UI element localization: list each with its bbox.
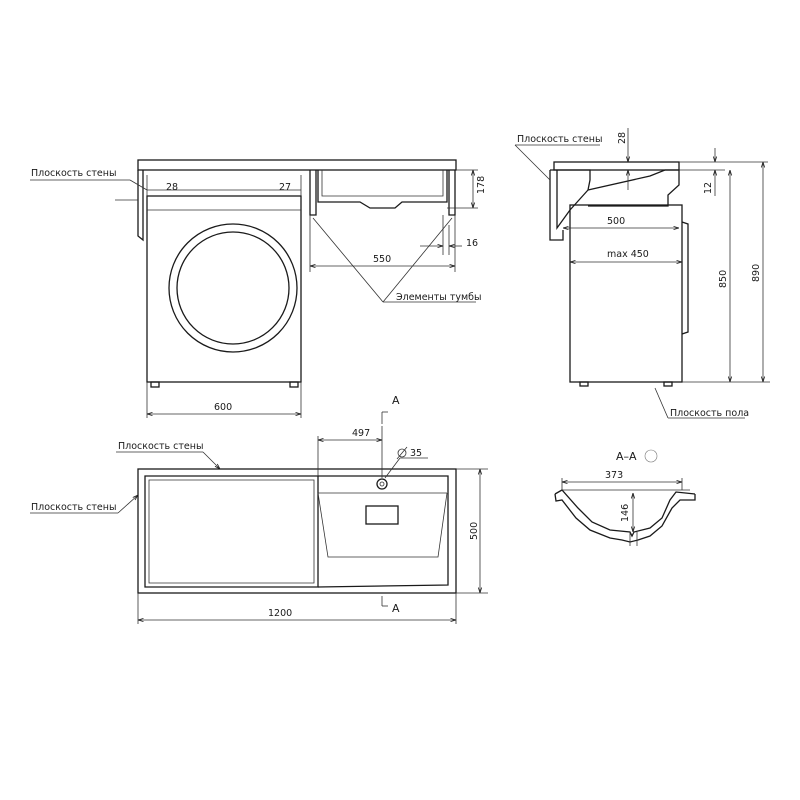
basin-front-section <box>317 170 448 209</box>
label-wall-plane-plan-left: Плоскость стены <box>31 502 117 513</box>
section-marker-bottom: А <box>392 602 400 615</box>
dim-550: 550 <box>373 254 391 265</box>
overflow-plate <box>365 505 399 525</box>
front-view: 28 27 178 16 550 600 Плоскость стены Эле… <box>30 159 487 418</box>
dim-27-front: 27 <box>279 182 291 193</box>
label-floor-plane: Плоскость пола <box>670 408 749 419</box>
dim-1200: 1200 <box>268 608 292 619</box>
dim-28-front: 28 <box>166 182 178 193</box>
section-title: А–А <box>616 450 637 463</box>
label-cabinet-elements: Элементы тумбы <box>396 292 482 303</box>
section-basin-profile <box>554 489 696 538</box>
label-wall-plane-side: Плоскость стены <box>517 134 603 145</box>
dim-497: 497 <box>352 428 370 439</box>
dim-850: 850 <box>718 270 729 288</box>
countertop-side <box>553 161 680 171</box>
scale-circle-icon <box>644 449 658 463</box>
side-wall-bracket <box>550 169 591 231</box>
dim-500-plan: 500 <box>469 522 480 540</box>
dim-28-side: 28 <box>617 132 628 144</box>
tap-hole <box>376 478 388 490</box>
dim-890: 890 <box>751 264 762 282</box>
cabinet-element-right <box>448 170 456 216</box>
section-marker-top: А <box>392 394 400 407</box>
dim-178: 178 <box>476 176 487 194</box>
dim-146: 146 <box>620 504 631 522</box>
dim-max-450: max 450 <box>607 249 649 260</box>
plan-view: А А 497 35 500 1200 Плоскость стены Плос… <box>30 394 488 624</box>
dim-600: 600 <box>214 402 232 413</box>
cabinet-element-left <box>309 170 317 216</box>
dim-373: 373 <box>605 470 623 481</box>
countertop-plan <box>137 468 457 594</box>
washer-door-inner <box>176 231 290 345</box>
washer-side <box>569 204 683 383</box>
label-wall-plane-front: Плоскость стены <box>31 168 117 179</box>
dim-500-side: 500 <box>607 216 625 227</box>
dim-diameter-35: 35 <box>410 448 422 459</box>
label-wall-plane-plan-top: Плоскость стены <box>118 441 204 452</box>
dim-12: 12 <box>703 182 714 194</box>
dim-16: 16 <box>466 238 478 249</box>
section-view: А–А 373 146 <box>554 449 696 546</box>
left-wall-panel <box>137 170 144 242</box>
side-view: Плоскость стены 28 12 500 max 450 850 89… <box>514 128 770 419</box>
countertop-front <box>137 159 457 171</box>
diameter-icon <box>397 448 407 458</box>
basin-plan <box>317 475 449 588</box>
washer-body <box>146 195 302 383</box>
washer-door-outer <box>168 223 298 353</box>
